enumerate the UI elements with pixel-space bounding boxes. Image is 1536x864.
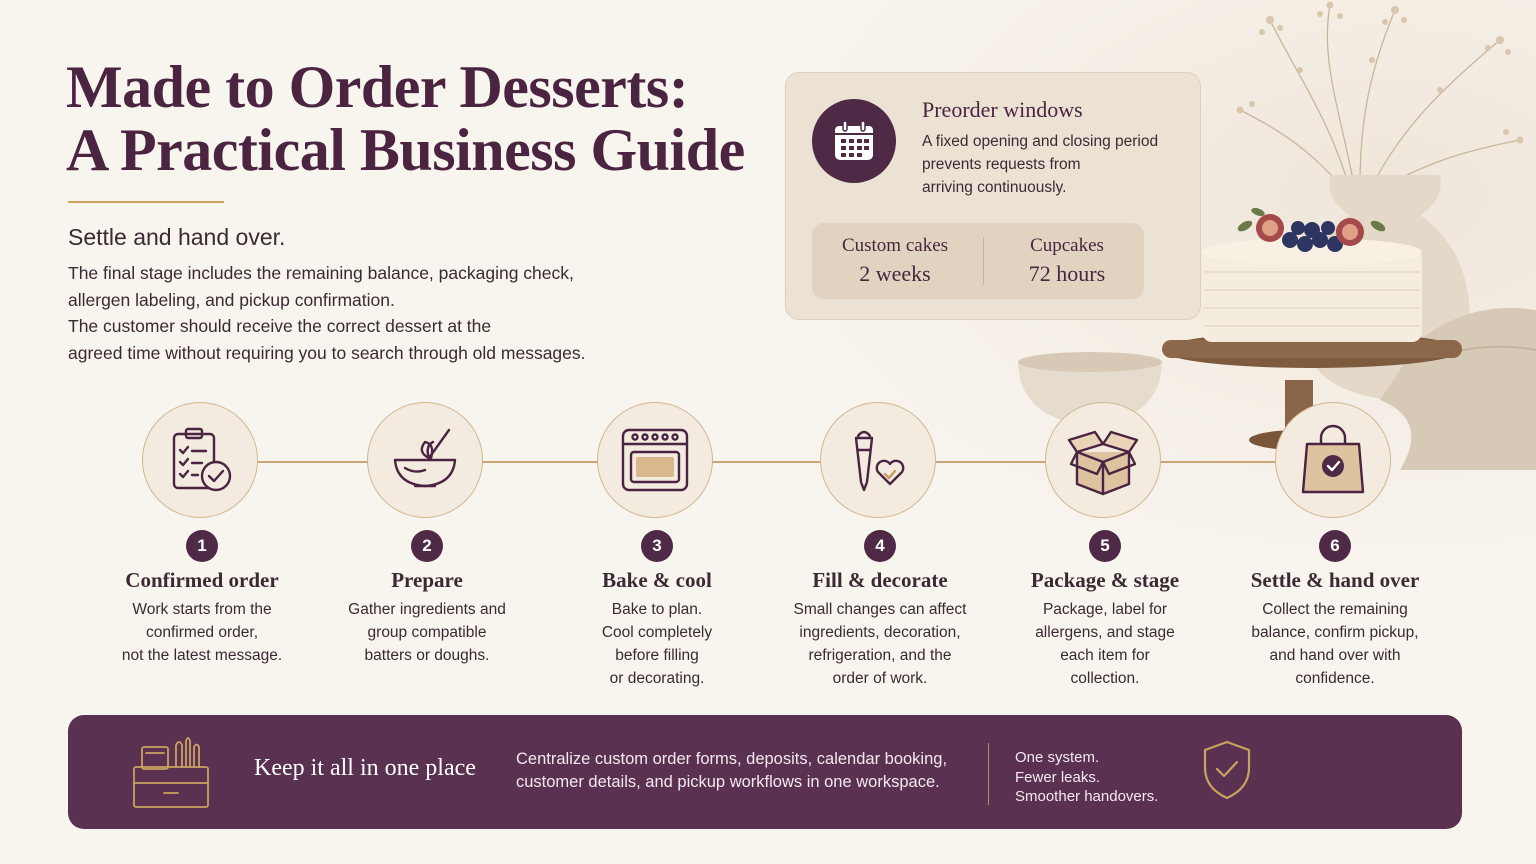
step-description-line: Package, label for <box>1042 601 1168 618</box>
lead-time-value: 72 hours <box>1028 261 1106 286</box>
step-title: Settle & hand over <box>1250 568 1420 592</box>
step-title: Prepare <box>391 568 463 592</box>
banner-body: Centralize custom order forms, deposits,… <box>516 748 986 794</box>
step-description-line: or decorating. <box>609 670 705 687</box>
lead-time-value: 2 weeks <box>859 261 931 286</box>
step-number: 2 <box>411 530 443 562</box>
section-body-line: agreed time without requiring you to sea… <box>68 342 586 363</box>
title-divider <box>68 201 224 203</box>
step-title: Fill & decorate <box>812 568 948 592</box>
timeline-connector <box>200 461 1336 463</box>
step-description-line: confirmed order, <box>146 624 258 641</box>
preorder-card-line: arriving continuously. <box>922 179 1067 196</box>
lead-time-cupcakes: Cupcakes 72 hours <box>984 233 1150 289</box>
banner-divider <box>988 743 989 805</box>
step-description-line: allergens, and stage <box>1035 624 1175 641</box>
step-description-line: before filling <box>615 647 699 664</box>
section-body-line: The customer should receive the correct … <box>68 316 492 336</box>
step-number: 3 <box>641 530 673 562</box>
calendar-icon <box>812 99 896 183</box>
step-description-line: Cool completely <box>601 624 713 641</box>
step-number: 5 <box>1089 530 1121 562</box>
banner-title: Keep it all in one place <box>254 755 476 781</box>
step-description: Work starts from the confirmed order, no… <box>72 598 332 667</box>
step-description-line: and hand over with <box>1269 647 1401 664</box>
step-description: Bake to plan. Cool completely before fil… <box>527 598 787 690</box>
step-description-line: refrigeration, and the <box>808 647 952 664</box>
lead-time-divider <box>983 237 984 285</box>
step-number: 1 <box>186 530 218 562</box>
banner-benefit: Fewer leaks. <box>1015 768 1101 786</box>
preorder-card-line: A fixed opening and closing period <box>922 133 1159 150</box>
section-body: The final stage includes the remaining b… <box>68 260 688 366</box>
section-heading: Settle and hand over. <box>68 224 286 250</box>
step-title: Package & stage <box>1030 568 1180 592</box>
page-title-line-1: Made to Order Desserts: <box>66 54 689 120</box>
mixing-bowl-icon <box>367 402 483 518</box>
lead-time-label: Cupcakes <box>1030 235 1104 256</box>
shopping-bag-check-icon <box>1275 402 1391 518</box>
step-description: Package, label for allergens, and stage … <box>975 598 1235 690</box>
step-number: 6 <box>1319 530 1351 562</box>
step-description-line: Small changes can affect <box>793 601 967 618</box>
step-description-line: each item for <box>1060 647 1150 664</box>
banner-benefit: One system. <box>1015 749 1100 766</box>
step-description-line: Collect the remaining <box>1262 601 1408 618</box>
step-description: Small changes can affect ingredients, de… <box>750 598 1010 690</box>
step-description-line: batters or doughs. <box>364 647 490 664</box>
bottom-banner: Keep it all in one place Centralize cust… <box>68 715 1462 829</box>
lead-time-custom-cakes: Custom cakes 2 weeks <box>812 233 978 289</box>
step-number: 4 <box>864 530 896 562</box>
cake-photo-illustration <box>1018 1 1536 470</box>
step-description-line: not the latest message. <box>121 647 283 664</box>
banner-benefit: Smoother handovers. <box>1015 788 1159 805</box>
preorder-card-line: prevents requests from <box>922 156 1081 173</box>
banner-body-line: customer details, and pickup workflows i… <box>516 773 940 791</box>
preorder-card: Preorder windows A fixed opening and clo… <box>785 72 1201 320</box>
clipboard-check-icon <box>142 402 258 518</box>
step-description-line: ingredients, decoration, <box>799 624 961 641</box>
step-description-line: confidence. <box>1295 670 1375 687</box>
step-description-line: collection. <box>1070 670 1140 687</box>
page-title: Made to Order Desserts: A Practical Busi… <box>66 56 745 182</box>
step-description-line: Work starts from the <box>132 601 272 618</box>
preorder-card-description: A fixed opening and closing period preve… <box>922 130 1192 199</box>
preorder-card-title: Preorder windows <box>922 97 1083 122</box>
step-title: Bake & cool <box>602 568 712 592</box>
preorder-lead-times: Custom cakes 2 weeks Cupcakes 72 hours <box>812 223 1144 299</box>
piping-bag-icon <box>820 402 936 518</box>
section-body-line: allergen labeling, and pickup confirmati… <box>68 289 395 310</box>
lead-time-label: Custom cakes <box>841 235 949 256</box>
banner-body-line: Centralize custom order forms, deposits,… <box>516 750 948 768</box>
section-body-line: The final stage includes the remaining b… <box>68 263 574 283</box>
shield-check-icon <box>1203 740 1251 800</box>
step-description-line: order of work. <box>832 670 928 687</box>
oven-icon <box>597 402 713 518</box>
step-description: Collect the remaining balance, confirm p… <box>1205 598 1465 690</box>
step-description-line: group compatible <box>367 624 487 641</box>
step-description-line: Bake to plan. <box>611 601 703 618</box>
banner-benefits: One system. Fewer leaks. Smoother handov… <box>1015 748 1158 807</box>
step-description: Gather ingredients and group compatible … <box>297 598 557 667</box>
box-icon <box>1045 402 1161 518</box>
step-description-line: Gather ingredients and <box>348 601 506 618</box>
toolbox-icon <box>133 737 209 808</box>
page-title-line-2: A Practical Business Guide <box>66 117 745 183</box>
step-title: Confirmed order <box>125 568 279 592</box>
step-description-line: balance, confirm pickup, <box>1251 624 1419 641</box>
